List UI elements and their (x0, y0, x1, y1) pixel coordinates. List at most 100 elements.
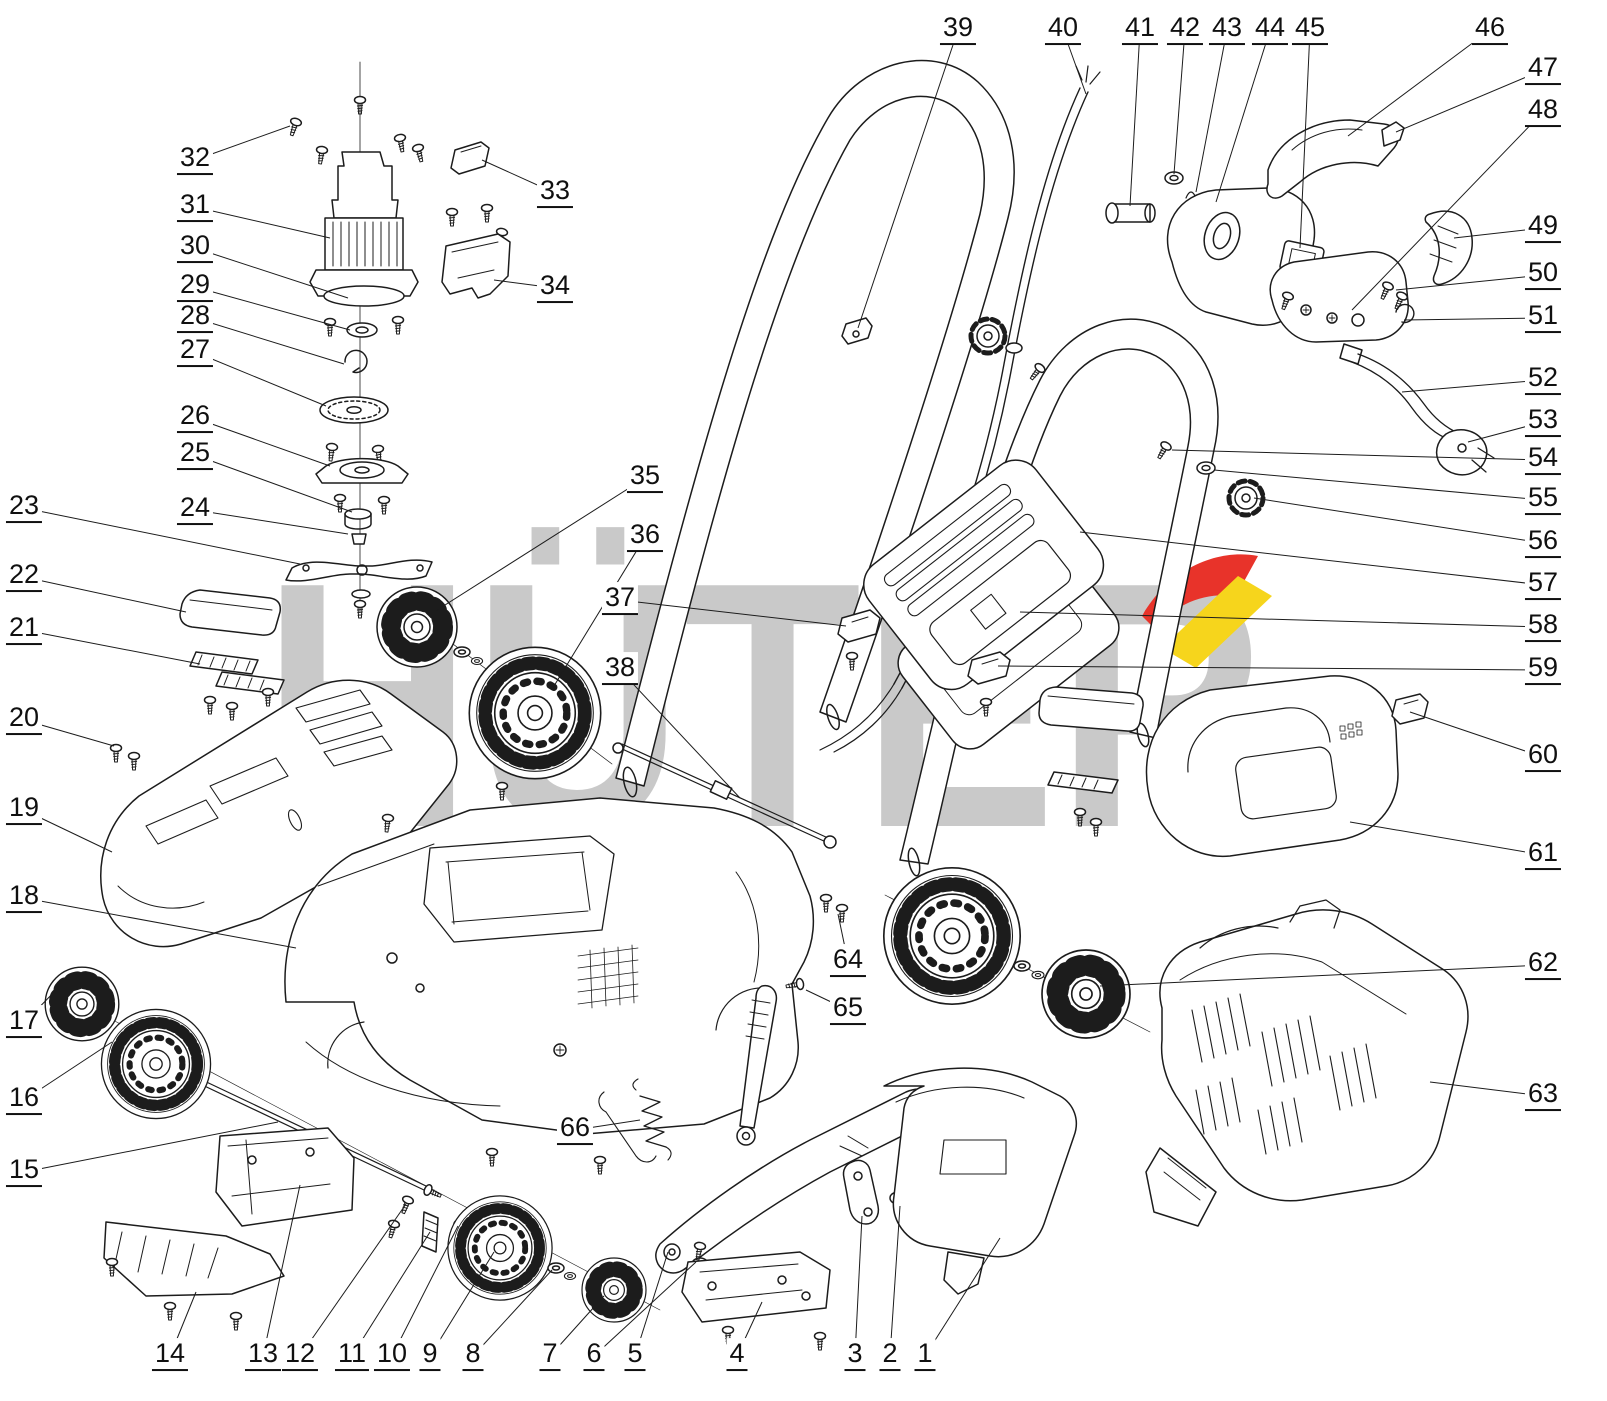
leader-line-2 (889, 1205, 901, 1357)
part-callout-29: 29 (176, 269, 214, 303)
part-callout-12: 12 (281, 1338, 319, 1372)
cover-61-art (1145, 675, 1399, 858)
clip-60-art (1391, 693, 1429, 725)
leader-line-28 (194, 317, 345, 365)
part-callout-38: 38 (601, 652, 639, 686)
leader-line-63 (1429, 1081, 1544, 1097)
part-callout-3: 3 (844, 1338, 866, 1372)
plates-left-art (109, 651, 285, 771)
motor-exploded-art (285, 61, 433, 619)
part-callout-26: 26 (176, 400, 214, 434)
part-callout-42: 42 (1166, 12, 1204, 46)
part-callout-40: 40 (1044, 12, 1082, 46)
part-callout-19: 19 (5, 792, 43, 826)
part-callout-52: 52 (1524, 362, 1562, 396)
part-callout-60: 60 (1524, 739, 1562, 773)
rear-flap-1-art (883, 1067, 1078, 1295)
leader-line-35 (433, 477, 646, 613)
wheel-62-group-art (884, 868, 1151, 1038)
leader-line-26 (194, 417, 331, 467)
leader-line-30 (194, 247, 349, 299)
leader-line-8 (472, 1269, 553, 1357)
bumper-left-art (179, 589, 282, 636)
leader-line-43 (1195, 29, 1228, 193)
part-callout-13: 13 (244, 1338, 282, 1372)
part-callout-11: 11 (334, 1338, 370, 1372)
switch-assembly-art (1105, 119, 1495, 476)
leader-line-1 (924, 1237, 1001, 1357)
bracket-34-art (441, 203, 511, 299)
leader-line-54 (1171, 449, 1544, 461)
clip-33-art (450, 141, 490, 175)
bracket-4-art (681, 1251, 831, 1351)
leader-line-46 (1347, 29, 1491, 137)
rod-38-art (612, 742, 837, 849)
leader-line-62 (1099, 964, 1544, 987)
handlebar-39-art (615, 59, 1015, 798)
leader-line-44 (1215, 29, 1271, 203)
leader-line-27 (194, 351, 327, 407)
part-callout-39: 39 (939, 12, 977, 46)
part-callout-33: 33 (536, 175, 574, 209)
leader-line-58 (1019, 611, 1544, 628)
part-callout-59: 59 (1524, 652, 1562, 686)
leader-line-23 (23, 507, 301, 565)
leader-line-24 (194, 509, 349, 535)
part-callout-61: 61 (1524, 837, 1562, 871)
leader-line-50 (1395, 274, 1544, 291)
leader-line-38 (619, 669, 741, 799)
part-callout-8: 8 (462, 1338, 484, 1372)
part-callout-16: 16 (5, 1082, 43, 1116)
part-callout-36: 36 (626, 519, 664, 553)
part-callout-9: 9 (419, 1338, 441, 1372)
leader-line-25 (194, 454, 353, 513)
grass-basket-63-art (1145, 899, 1469, 1227)
part-callout-62: 62 (1524, 947, 1562, 981)
upper-cover-57-art (863, 459, 1105, 691)
part-callout-34: 34 (536, 270, 574, 304)
part-callout-43: 43 (1208, 12, 1246, 46)
part-callout-48: 48 (1524, 94, 1562, 128)
part-callout-46: 46 (1471, 12, 1509, 46)
leader-line-45 (1299, 29, 1311, 249)
leader-line-52 (1401, 379, 1544, 393)
leader-line-47 (1395, 69, 1544, 133)
part-callout-63: 63 (1524, 1078, 1562, 1112)
leader-line-36 (553, 536, 646, 687)
plate-14-art (103, 1221, 285, 1331)
part-callout-66: 66 (556, 1112, 594, 1146)
part-callout-50: 50 (1524, 257, 1562, 291)
part-callout-31: 31 (176, 189, 214, 223)
leader-line-21 (23, 629, 201, 665)
leader-line-11 (351, 1231, 431, 1357)
leader-line-6 (593, 1261, 697, 1357)
part-callout-41: 41 (1121, 12, 1159, 46)
leader-line-13 (262, 1184, 301, 1357)
leader-line-29 (194, 286, 351, 331)
leader-line-41 (1129, 29, 1141, 207)
leader-line-10 (391, 1225, 459, 1357)
leader-line-15 (23, 1121, 279, 1173)
bumper-right-art (1038, 686, 1144, 837)
spring-66-art (598, 1078, 672, 1163)
part-callout-6: 6 (583, 1338, 605, 1372)
part-callout-22: 22 (5, 559, 43, 593)
part-callout-18: 18 (5, 880, 43, 914)
leader-line-57 (1079, 531, 1544, 586)
leader-line-37 (619, 599, 847, 627)
part-callout-15: 15 (5, 1154, 43, 1188)
part-callout-4: 4 (726, 1338, 748, 1372)
brand-flag-yellow (1162, 576, 1272, 668)
part-callout-53: 53 (1524, 404, 1562, 438)
part-callout-20: 20 (5, 702, 43, 736)
deck-18-art (284, 781, 815, 1175)
height-lever-8-art (736, 984, 778, 1146)
part-callout-49: 49 (1524, 210, 1562, 244)
leader-line-55 (1213, 469, 1544, 501)
part-callout-58: 58 (1524, 609, 1562, 643)
part-callout-35: 35 (626, 460, 664, 494)
